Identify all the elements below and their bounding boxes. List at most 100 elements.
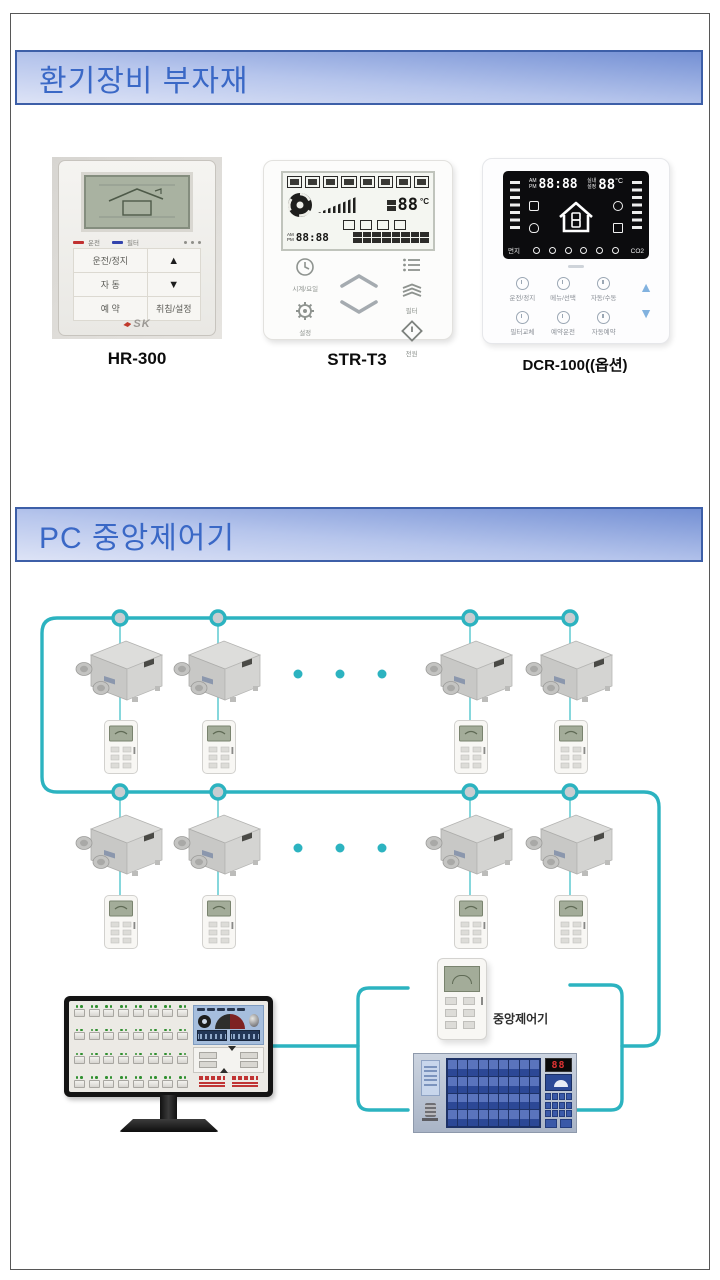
panel-nameplate [420, 1060, 440, 1096]
refresh-icon [613, 201, 623, 211]
central-remote [437, 958, 487, 1040]
magnifier-icon [556, 277, 570, 290]
fan-icon [287, 192, 312, 217]
lcd-small-icons [343, 220, 429, 230]
control-button-row [193, 1046, 264, 1073]
central-remote-slot [481, 997, 483, 1005]
panel-bottom-buttons [545, 1119, 572, 1128]
strt3-power-button: 전원 [400, 320, 423, 358]
panel-graphic-icon [545, 1074, 572, 1091]
central-controller-label: 중앙제어기 [493, 1012, 549, 1026]
strt3-menu-button [402, 257, 422, 278]
dcr-auto-reserve-button: 자동예약 [588, 311, 619, 336]
panel-side [418, 1058, 442, 1128]
section1-banner: 환기장비 부자재 [15, 50, 703, 105]
hr300-lcd [84, 175, 190, 229]
central-remote-keys [445, 997, 475, 1029]
section2-title: PC 중앙제어기 [39, 521, 236, 555]
lcd-status-icons [533, 247, 619, 254]
dust-level-bars-icon [510, 181, 520, 231]
unit-status-grid [73, 1005, 189, 1088]
dcr-time-value: 88:88 [538, 177, 578, 192]
hr300-reserve-button: 예 약 [74, 297, 148, 320]
strt3-time-value: 88:88 [295, 231, 329, 244]
chevron-down-icon [339, 300, 378, 314]
filter-led-label: 필터 [126, 240, 139, 247]
power-icon [400, 320, 423, 342]
dcr-down-button: ▼ [639, 305, 653, 321]
dcr-auto-manual-button: 자동/수동 [588, 277, 619, 302]
dcr-up-button: ▲ [639, 279, 653, 295]
gauge-icon [215, 1014, 245, 1029]
panel-right-column: 88 [545, 1058, 572, 1128]
monitor-side-panel [193, 1005, 264, 1088]
product-strt3-caption: STR-T3 [327, 350, 387, 369]
hr300-up-button: ▲ [147, 249, 200, 272]
co2-scale-label: CO2 [630, 248, 644, 255]
gas-icon [613, 223, 623, 233]
menu-bar-icon [197, 1008, 245, 1011]
strt3-buttons: 시계/요일 설정 [278, 257, 438, 358]
bus-wires [40, 616, 661, 1112]
digital-readouts [197, 1030, 260, 1041]
fan-icon [198, 1015, 211, 1028]
left-bracket-wire [356, 986, 410, 1112]
hr300-device: 운전 필터 운전/정지 ▲ 자 동 ▼ 예 약 [58, 160, 216, 336]
section2-banner: PC 중앙제어기 [15, 507, 703, 562]
panel-keypad [545, 1093, 572, 1117]
red-label-row [193, 1075, 264, 1088]
status-display [193, 1005, 264, 1045]
temp-mode-boxes-icon [386, 199, 396, 211]
dust-scale-label: 먼지 [508, 248, 520, 255]
product-hr300: 운전 필터 운전/정지 ▲ 자 동 ▼ 예 약 [52, 157, 222, 369]
network-diagram [40, 609, 661, 1112]
sensor-dots-icon [184, 240, 201, 244]
product-hr300-caption: HR-300 [107, 349, 167, 368]
flame-icon [529, 223, 539, 233]
toggle-icon [597, 277, 611, 290]
dcr-temp-value: 88 [598, 177, 616, 193]
co2-level-bars-icon [632, 181, 642, 231]
house-icon [559, 201, 593, 233]
strt3-temp-value: 88 [397, 194, 419, 215]
lcd-icon-row [287, 176, 429, 188]
clock-icon [296, 258, 314, 276]
timer-icon [556, 311, 570, 324]
sk-logo: SK [59, 318, 215, 330]
monitor-screen [69, 1001, 268, 1092]
chevron-up-icon [339, 274, 378, 288]
schedule-icon [597, 311, 611, 324]
monitor-base [119, 1119, 219, 1132]
gear-icon [296, 302, 315, 320]
hr300-auto-button: 자 동 [74, 273, 148, 296]
house-icon [99, 184, 175, 218]
dcr-temp-unit: °C [615, 178, 623, 185]
hr300-run-stop-button: 운전/정지 [74, 249, 148, 272]
sensor-icon [249, 1014, 259, 1027]
dcr-reserve-run-button: 예약운전 [548, 311, 579, 336]
strt3-set-button: 설정 [295, 301, 315, 337]
transformer-icon [424, 1103, 436, 1117]
hr300-sleep-set-button: 취침/설정 [147, 297, 200, 320]
speaker-slot-icon [568, 265, 584, 268]
dcr-menu-select-button: 메뉴/선택 [548, 277, 579, 302]
dcr100-buttons: 운전/정지 메뉴/선택 자동/수동 필터교체 예약운전 자동예약 [507, 277, 619, 345]
room-remotes [103, 719, 589, 950]
product-dcr100-caption: DCR-100((옵션) [522, 357, 628, 374]
weekday-grid-icon [353, 232, 429, 243]
run-led-label: 운전 [88, 240, 100, 247]
strt3-filter-button: 필터 [401, 283, 423, 315]
hr300-down-button: ▼ [147, 273, 200, 296]
dcr-filter-reset-button: 필터교체 [507, 311, 538, 336]
ventilation-units [75, 640, 613, 877]
lock-icon [529, 201, 539, 211]
sk-wing-icon [123, 322, 132, 327]
